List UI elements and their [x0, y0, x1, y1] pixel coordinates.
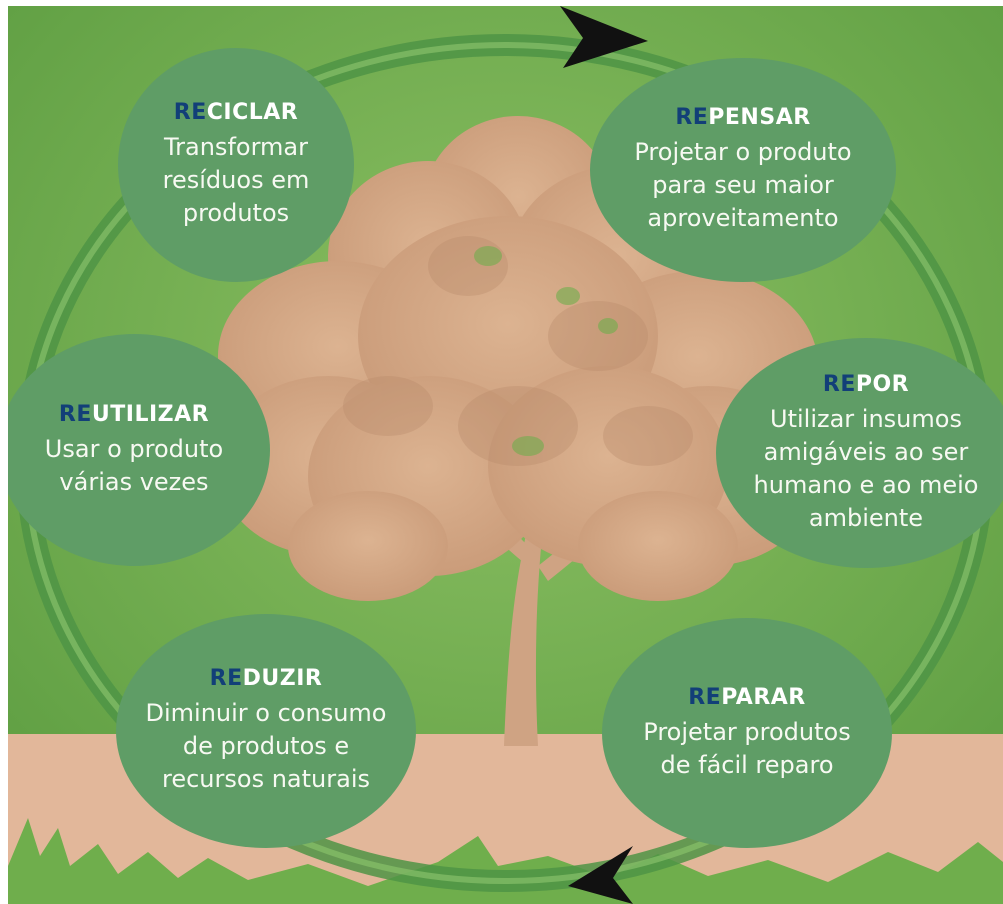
bubble-repensar: REPENSAR Projetar o produto para seu mai… [590, 58, 896, 282]
bubble-repor: REPOR Utilizar insumos amigáveis ao ser … [716, 338, 1003, 568]
bubble-title: REPARAR [688, 685, 806, 710]
bubble-description: Diminuir o consumo de produtos e recurso… [146, 697, 387, 796]
bubble-reparar: REPARAR Projetar produtos de fácil repar… [602, 618, 892, 848]
bubble-title: REPENSAR [675, 105, 810, 130]
bubble-reutilizar: REUTILIZAR Usar o produto várias vezes [8, 334, 270, 566]
bubble-reduzir: REDUZIR Diminuir o consumo de produtos e… [116, 614, 416, 848]
bubble-description: Projetar produtos de fácil reparo [643, 716, 850, 782]
diagram-canvas: RECICLAR Transformar resíduos em produto… [8, 6, 1003, 904]
bubble-title: REUTILIZAR [59, 402, 209, 427]
bubble-description: Transformar resíduos em produtos [163, 131, 310, 230]
bubble-title: REDUZIR [210, 666, 323, 691]
bubble-title: REPOR [823, 372, 909, 397]
bubble-description: Usar o produto várias vezes [45, 433, 223, 499]
bubble-description: Projetar o produto para seu maior aprove… [634, 136, 851, 235]
bubble-description: Utilizar insumos amigáveis ao ser humano… [754, 403, 979, 535]
bubble-reciclar: RECICLAR Transformar resíduos em produto… [118, 48, 354, 282]
bubble-title: RECICLAR [174, 100, 298, 125]
